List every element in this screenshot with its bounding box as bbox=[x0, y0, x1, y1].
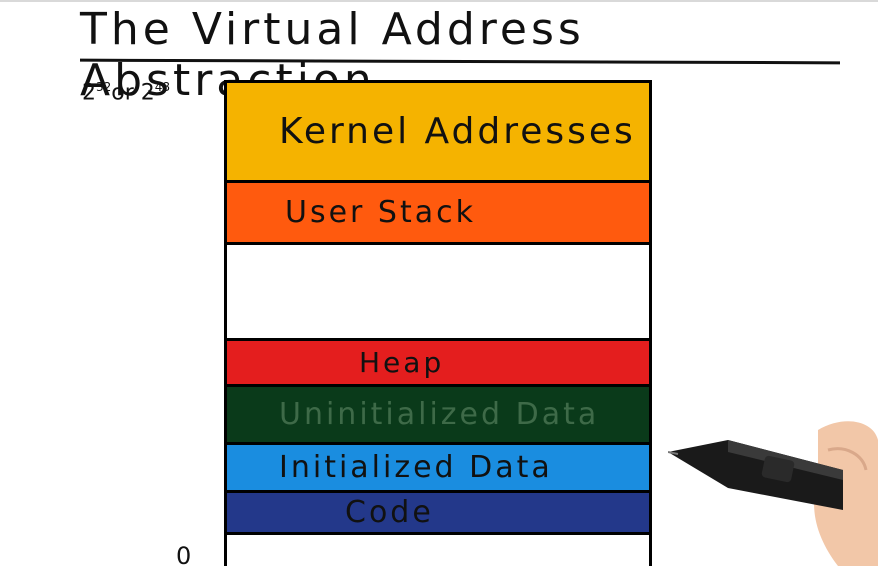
segment-label: Kernel Addresses bbox=[279, 111, 636, 152]
base-2-alt: 2 bbox=[140, 80, 155, 106]
exponent-48: 48 bbox=[154, 80, 171, 94]
segment-user-stack: User Stack bbox=[227, 183, 649, 245]
segment-kernel-addresses: Kernel Addresses bbox=[227, 83, 649, 183]
segment-label: User Stack bbox=[285, 195, 476, 230]
top-border bbox=[0, 0, 878, 2]
top-address-label: 232or 248 bbox=[82, 80, 170, 105]
segment-heap: Heap bbox=[227, 341, 649, 387]
or-word: or bbox=[111, 80, 134, 106]
stylus-pen-icon bbox=[668, 421, 878, 566]
segment-label: Heap bbox=[359, 346, 445, 379]
segment-label: Code bbox=[345, 495, 434, 530]
segment-initialized-data: Initialized Data bbox=[227, 445, 649, 493]
segment-uninitialized-data: Uninitialized Data bbox=[227, 387, 649, 445]
segment-label: Uninitialized Data bbox=[279, 397, 600, 432]
exponent-32: 32 bbox=[96, 80, 112, 94]
address-space-diagram: Kernel Addresses User Stack ↓ ↓ ↑ ↑ Heap… bbox=[224, 80, 652, 569]
segment-code: Code bbox=[227, 493, 649, 535]
segment-free-space: ↓ ↓ ↑ ↑ bbox=[227, 245, 649, 497]
segment-label: Initialized Data bbox=[279, 450, 553, 485]
base-2: 2 bbox=[82, 80, 96, 106]
segment-bottom-empty bbox=[227, 535, 649, 569]
bottom-address-label: 0 bbox=[176, 542, 192, 570]
